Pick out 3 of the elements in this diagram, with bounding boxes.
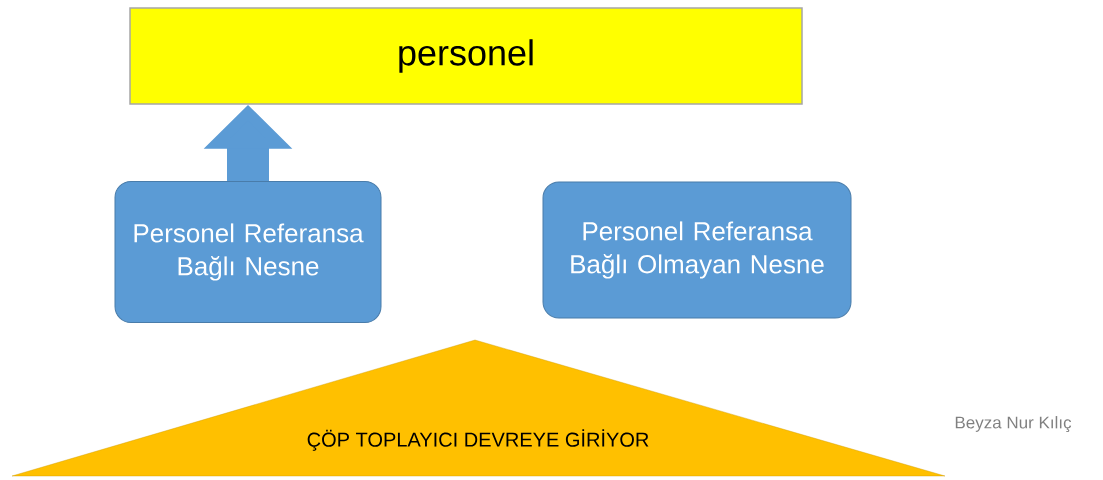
title-box: personel	[129, 7, 803, 105]
rounded-box: Personel Referansa Bağlı Nesne	[114, 181, 382, 323]
rounded-box: Personel Referansa Bağlı Olmayan Nesne	[542, 181, 852, 319]
